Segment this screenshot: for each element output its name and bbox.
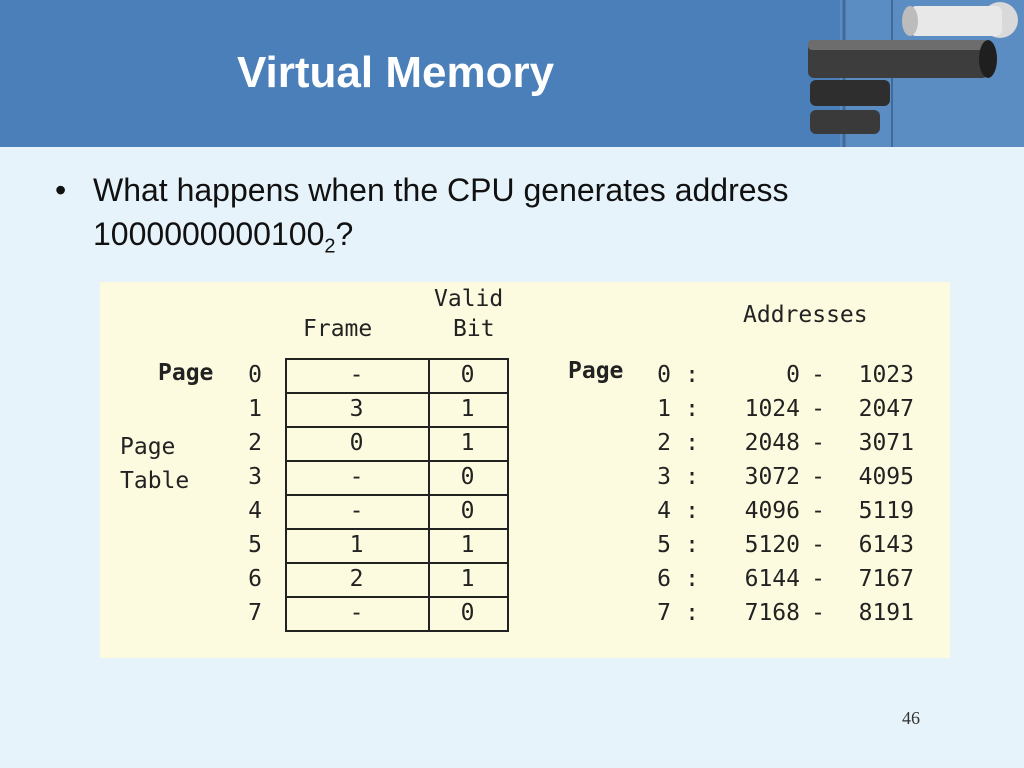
valid-bit-cell: 1: [460, 430, 475, 456]
table-grid-vline: [428, 358, 430, 632]
address-dash: -: [811, 362, 825, 388]
address-separator: :: [685, 498, 699, 524]
valid-bit-cell: 1: [460, 566, 475, 592]
address-separator: :: [685, 566, 699, 592]
frame-cell: -: [349, 464, 364, 490]
address-page-number: 6: [657, 566, 671, 592]
table-grid-hline: [285, 392, 507, 394]
address-page-number: 7: [657, 600, 671, 626]
address-separator: :: [685, 464, 699, 490]
table-grid-vline: [507, 358, 509, 632]
address-start: 7168: [744, 600, 800, 626]
address-separator: :: [685, 532, 699, 558]
bullet-item: What happens when the CPU generates addr…: [93, 168, 933, 268]
table-grid-hline: [285, 528, 507, 530]
valid-bit-cell: 0: [460, 498, 475, 524]
address-separator: :: [685, 362, 699, 388]
table-grid-hline: [285, 426, 507, 428]
slide-number: 46: [902, 708, 920, 728]
page-number-cell: 7: [248, 600, 262, 626]
address-separator: :: [685, 396, 699, 422]
address-start: 6144: [744, 566, 800, 592]
address-end: 5119: [858, 498, 914, 524]
table-grid-hline: [285, 460, 507, 462]
valid-header-line2: Bit: [453, 316, 495, 342]
bullet-subscript: 2: [324, 235, 336, 258]
address-end: 4095: [858, 464, 914, 490]
address-start: 1024: [744, 396, 800, 422]
page-table-label-line2: Table: [120, 468, 190, 494]
table-grid-hline: [285, 562, 507, 564]
addresses-header: Addresses: [743, 302, 868, 328]
page-number-cell: 4: [248, 498, 262, 524]
valid-bit-cell: 1: [460, 396, 475, 422]
address-page-number: 3: [657, 464, 671, 490]
address-page-number: 5: [657, 532, 671, 558]
address-start: 5120: [744, 532, 800, 558]
frame-header: Frame: [303, 316, 373, 342]
table-grid-vline: [285, 358, 287, 632]
table-grid-hline: [285, 494, 507, 496]
address-separator: :: [685, 430, 699, 456]
table-grid-hline: [285, 596, 507, 598]
frame-cell: -: [349, 362, 364, 388]
bullet-marker: •: [55, 172, 67, 208]
address-dash: -: [811, 396, 825, 422]
valid-header-line1: Valid: [434, 286, 504, 312]
page-number-cell: 0: [248, 362, 262, 388]
table-grid-hline: [285, 358, 507, 360]
page-number-cell: 3: [248, 464, 262, 490]
address-dash: -: [811, 566, 825, 592]
page-number-cell: 1: [248, 396, 262, 422]
address-page-number: 2: [657, 430, 671, 456]
frame-cell: 0: [349, 430, 364, 456]
frame-cell: -: [349, 600, 364, 626]
valid-bit-cell: 0: [460, 464, 475, 490]
page-number-cell: 5: [248, 532, 262, 558]
page-number-cell: 2: [248, 430, 262, 456]
address-end: 6143: [858, 532, 914, 558]
address-end: 8191: [858, 600, 914, 626]
valid-bit-cell: 0: [460, 600, 475, 626]
page-number-cell: 6: [248, 566, 262, 592]
address-page-number: 1: [657, 396, 671, 422]
table-grid-hline: [285, 630, 507, 632]
pipes-decoration-image: [808, 0, 1024, 147]
frame-cell: -: [349, 498, 364, 524]
address-page-number: 4: [657, 498, 671, 524]
address-end: 1023: [858, 362, 914, 388]
slide-title: Virtual Memory: [237, 48, 555, 97]
address-dash: -: [811, 532, 825, 558]
page-label-right: Page: [568, 358, 624, 384]
valid-bit-cell: 1: [460, 532, 475, 558]
address-end: 2047: [858, 396, 914, 422]
address-start: 4096: [744, 498, 800, 524]
address-dash: -: [811, 430, 825, 456]
address-separator: :: [685, 600, 699, 626]
page-table-figure: Frame Valid Bit Addresses Page Page Tabl…: [100, 282, 950, 658]
page-label-left: Page: [158, 360, 214, 386]
frame-cell: 1: [349, 532, 364, 558]
frame-cell: 3: [349, 396, 364, 422]
bullet-text: What happens when the CPU generates addr…: [93, 172, 789, 252]
address-start: 0: [786, 362, 800, 388]
address-dash: -: [811, 600, 825, 626]
address-start: 2048: [744, 430, 800, 456]
valid-bit-cell: 0: [460, 362, 475, 388]
address-end: 7167: [858, 566, 914, 592]
page-table-label-line1: Page: [120, 434, 176, 460]
address-dash: -: [811, 464, 825, 490]
frame-cell: 2: [349, 566, 364, 592]
bullet-suffix: ?: [335, 216, 354, 252]
slide-header: Virtual Memory: [0, 0, 1024, 147]
address-start: 3072: [744, 464, 800, 490]
address-end: 3071: [858, 430, 914, 456]
address-dash: -: [811, 498, 825, 524]
address-page-number: 0: [657, 362, 671, 388]
